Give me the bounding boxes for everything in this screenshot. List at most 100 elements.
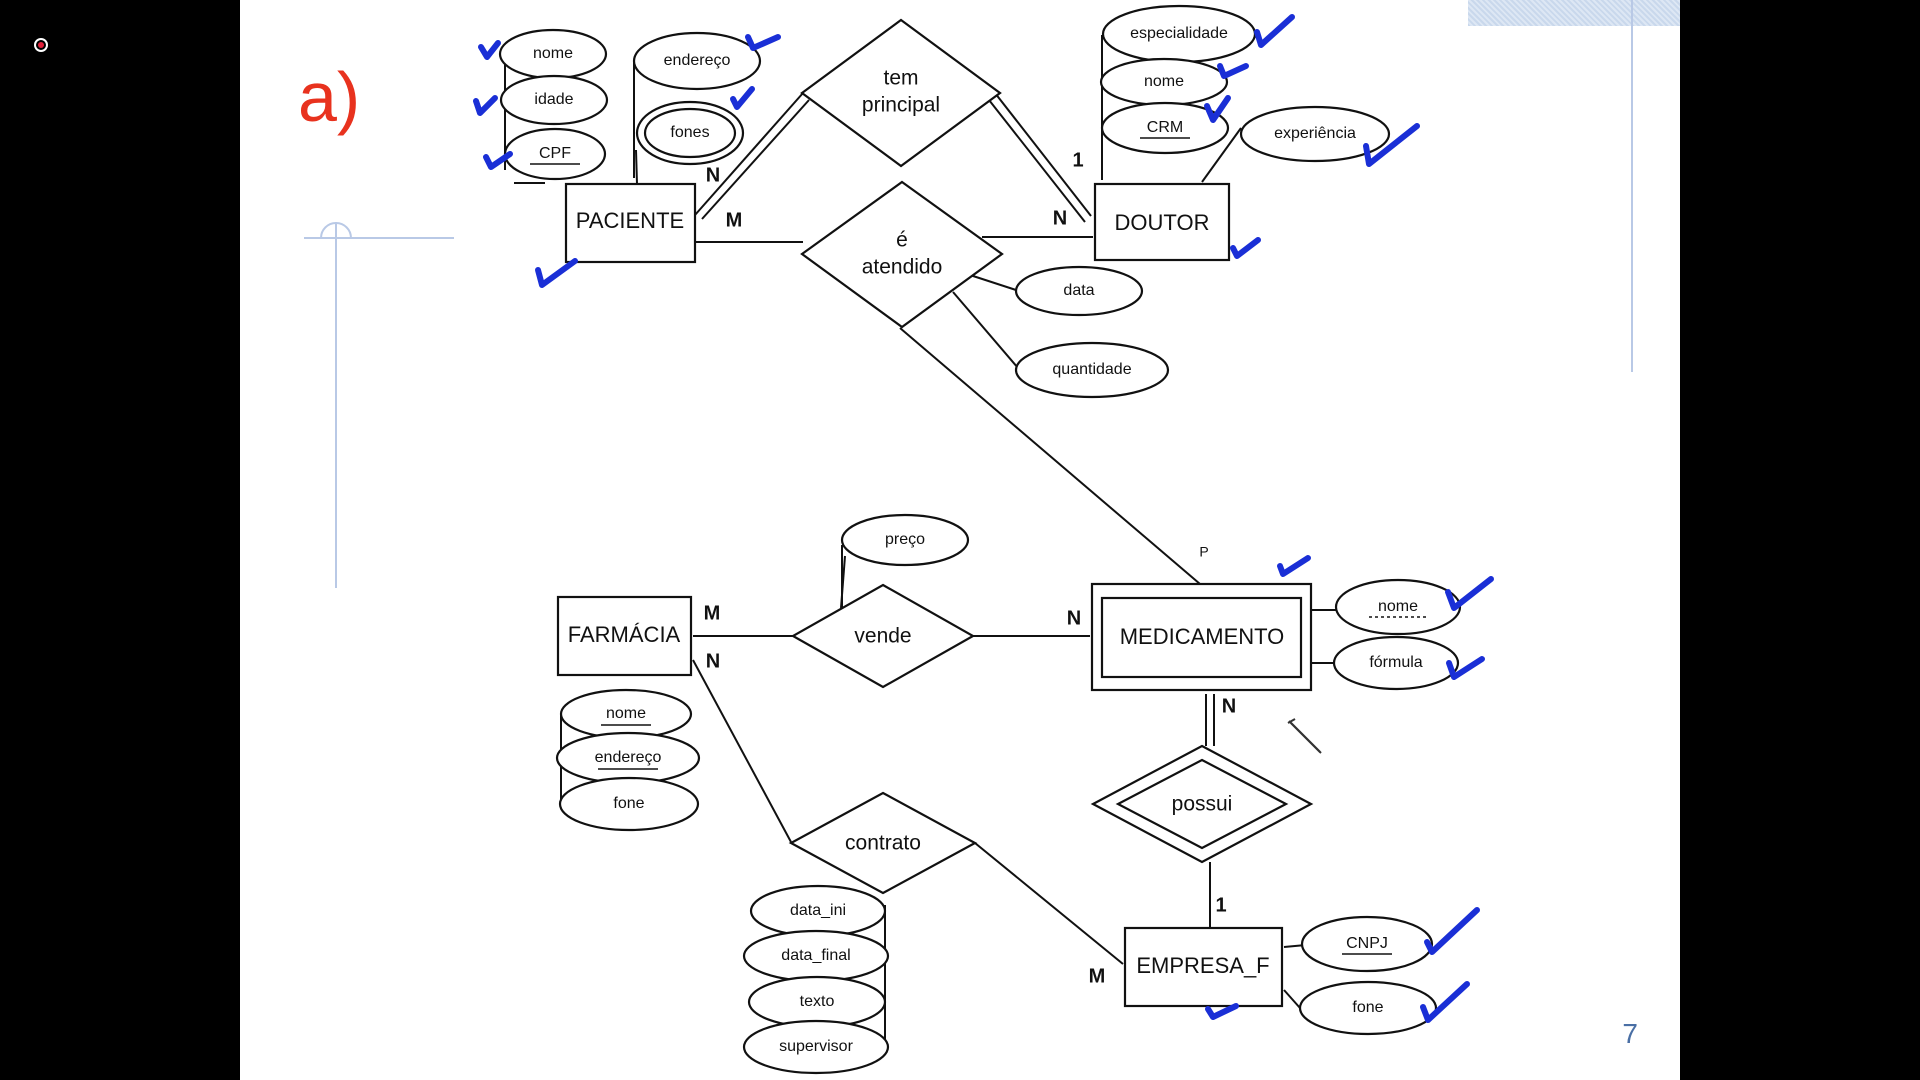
checkmark-icon	[1205, 1003, 1239, 1020]
checkmark-icon	[1217, 63, 1249, 79]
card-farmacia-contrato: N	[706, 650, 720, 672]
decorative-right-rule	[1631, 0, 1633, 372]
relationship-e-atendido-line1: é	[896, 229, 908, 252]
entity-doutor-label: DOUTOR	[1115, 210, 1210, 235]
card-farmacia-vende: M	[704, 602, 721, 624]
attr-contrato-data-ini[interactable]: data_ini	[749, 884, 887, 938]
checkmark-icon	[1445, 576, 1494, 611]
checkmark-icon	[1420, 981, 1470, 1023]
attr-farmacia-nome[interactable]: nome	[559, 688, 693, 740]
checkmark-icon	[478, 40, 501, 60]
checkmark-icon	[1277, 555, 1311, 577]
attr-contrato-texto[interactable]: texto	[747, 975, 887, 1029]
svg-text:fórmula: fórmula	[1369, 654, 1422, 671]
attr-medicamento-formula[interactable]: fórmula	[1332, 635, 1460, 691]
attr-medicamento-nome[interactable]: nome	[1334, 578, 1462, 636]
svg-text:nome: nome	[1144, 73, 1184, 90]
svg-text:CRM: CRM	[1147, 119, 1183, 136]
attr-paciente-fones[interactable]: fones	[635, 100, 745, 166]
svg-text:especialidade: especialidade	[1130, 25, 1228, 42]
relationship-vende[interactable]: vende	[790, 583, 976, 689]
svg-text:texto: texto	[800, 993, 835, 1010]
pen-cursor-icon	[1287, 718, 1322, 754]
svg-text:data_ini: data_ini	[790, 902, 846, 919]
decorative-top-strip	[1468, 0, 1680, 26]
slide-label: a)	[298, 58, 361, 136]
entity-empresa-f[interactable]: EMPRESA_F	[1123, 926, 1284, 1008]
svg-text:CNPJ: CNPJ	[1346, 935, 1388, 952]
card-doutor-tem-principal: 1	[1072, 149, 1083, 171]
attr-doutor-crm[interactable]: CRM	[1100, 101, 1230, 155]
attr-paciente-idade[interactable]: idade	[499, 74, 609, 126]
attr-paciente-nome[interactable]: nome	[498, 28, 608, 80]
entity-farmacia[interactable]: FARMÁCIA	[556, 595, 693, 677]
svg-text:data_final: data_final	[781, 947, 850, 964]
card-medicamento-e-atendido: P	[1199, 544, 1208, 560]
card-empresa-contrato: M	[1089, 965, 1106, 987]
relationship-tem-principal-line2: principal	[862, 94, 940, 117]
checkmark-icon	[730, 86, 755, 110]
record-indicator-icon	[34, 38, 48, 52]
svg-text:endereço: endereço	[595, 749, 662, 766]
relationship-tem-principal[interactable]: tem principal	[800, 18, 1002, 168]
er-diagram: PACIENTE DOUTOR FARMÁCIA MEDICAMENTO EMP…	[304, 4, 1494, 1075]
relationship-vende-label: vende	[854, 625, 911, 648]
svg-text:nome: nome	[606, 705, 646, 722]
relationship-possui[interactable]: possui	[1090, 744, 1314, 864]
attr-doutor-experiencia[interactable]: experiência	[1239, 105, 1391, 163]
relationship-possui-label: possui	[1172, 793, 1233, 816]
attr-contrato-data-final[interactable]: data_final	[742, 929, 890, 983]
checkmark-icon	[483, 151, 513, 170]
checkmark-icon	[1254, 14, 1295, 48]
card-paciente-e-atendido: M	[726, 209, 743, 231]
svg-text:endereço: endereço	[664, 52, 731, 69]
svg-text:experiência: experiência	[1274, 125, 1356, 142]
attr-farmacia-endereco[interactable]: endereço	[555, 731, 701, 785]
attr-doutor-especialidade[interactable]: especialidade	[1101, 4, 1257, 64]
checkmark-icon	[1363, 123, 1420, 167]
attr-empresa-f-cnpj[interactable]: CNPJ	[1300, 915, 1434, 973]
relationship-e-atendido-line2: atendido	[862, 256, 943, 279]
card-paciente-tem-principal: N	[706, 164, 720, 186]
entity-medicamento[interactable]: MEDICAMENTO	[1090, 582, 1313, 692]
svg-text:data: data	[1063, 282, 1094, 299]
svg-text:nome: nome	[1378, 598, 1418, 615]
checkmark-icon	[1230, 237, 1261, 259]
cardinality-labels: N 1 M N P M N N N 1 M	[704, 149, 1237, 987]
relationship-contrato[interactable]: contrato	[788, 791, 978, 895]
checkmark-annotations	[473, 14, 1494, 1023]
entity-doutor[interactable]: DOUTOR	[1093, 182, 1231, 262]
attr-contrato-supervisor[interactable]: supervisor	[742, 1019, 890, 1075]
checkmark-icon	[1204, 95, 1231, 123]
attr-farmacia-fone[interactable]: fone	[558, 776, 700, 832]
svg-text:CPF: CPF	[539, 145, 571, 162]
checkmark-icon	[745, 34, 781, 51]
entity-paciente[interactable]: PACIENTE	[564, 182, 697, 264]
svg-text:supervisor: supervisor	[779, 1038, 853, 1055]
entity-medicamento-label: MEDICAMENTO	[1120, 624, 1285, 649]
attr-paciente-cpf[interactable]: CPF	[503, 127, 607, 181]
entity-paciente-label: PACIENTE	[576, 208, 684, 233]
attr-vende-preco[interactable]: preço	[840, 513, 970, 567]
checkmark-icon	[1446, 656, 1485, 680]
attr-e-atendido-quantidade[interactable]: quantidade	[1014, 341, 1170, 399]
relationship-e-atendido[interactable]: é atendido	[800, 180, 1004, 329]
svg-text:quantidade: quantidade	[1052, 361, 1131, 378]
attr-e-atendido-data[interactable]: data	[1014, 265, 1144, 317]
crosshair-guide-icon	[304, 222, 454, 588]
svg-text:fone: fone	[1352, 999, 1383, 1016]
checkmark-icon	[535, 258, 578, 288]
svg-text:fones: fones	[670, 124, 709, 141]
attr-paciente-endereco[interactable]: endereço	[632, 31, 762, 91]
page-number: 7	[1622, 1018, 1638, 1049]
relationship-tem-principal-line1: tem	[883, 67, 918, 90]
attr-doutor-nome[interactable]: nome	[1099, 57, 1229, 107]
svg-text:preço: preço	[885, 531, 925, 548]
slide: PACIENTE DOUTOR FARMÁCIA MEDICAMENTO EMP…	[240, 0, 1680, 1080]
svg-text:nome: nome	[533, 45, 573, 62]
connection-lines	[514, 92, 1337, 1009]
card-medicamento-possui: N	[1222, 695, 1236, 717]
attr-empresa-f-fone[interactable]: fone	[1298, 980, 1438, 1036]
svg-text:idade: idade	[534, 91, 573, 108]
